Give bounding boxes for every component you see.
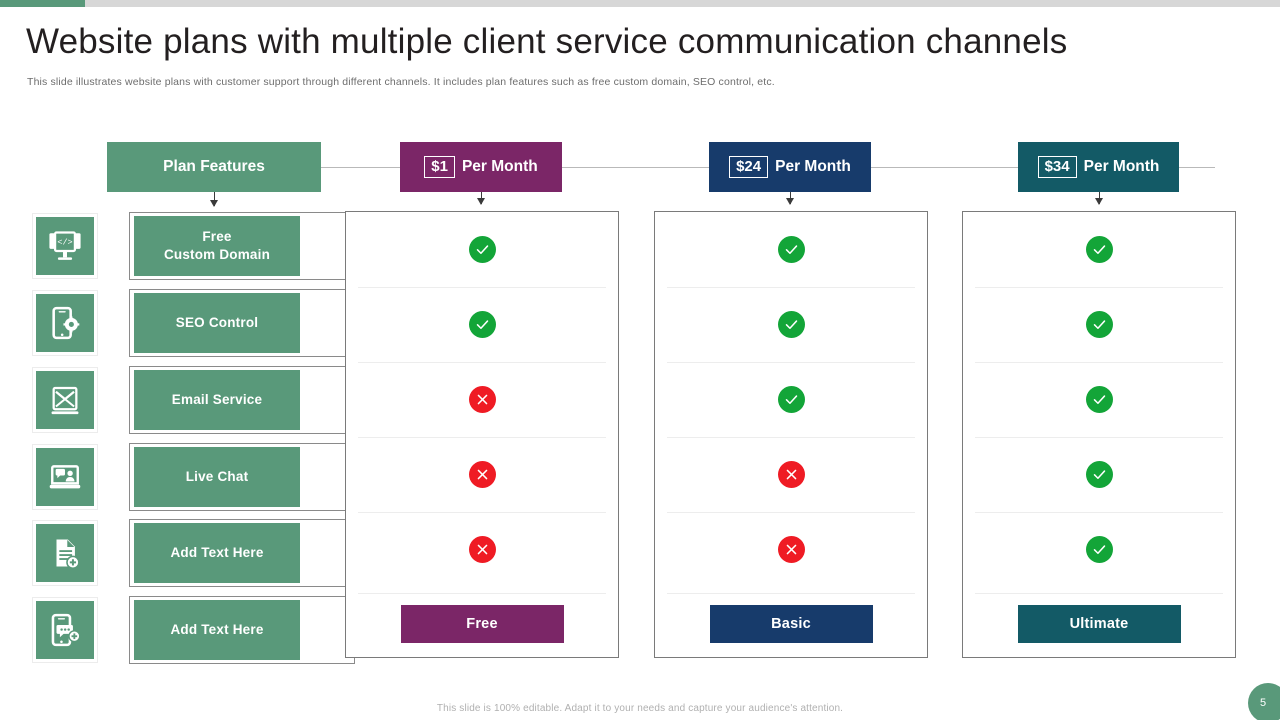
feature-cell — [963, 212, 1235, 287]
plan-cta-button[interactable]: Ultimate — [1017, 605, 1181, 643]
check-icon — [777, 311, 805, 338]
cross-icon — [468, 536, 496, 563]
check-icon — [777, 386, 805, 413]
svg-text:</>: </> — [57, 238, 72, 248]
cross-icon — [468, 386, 496, 413]
feature-label: Add Text Here — [134, 600, 300, 660]
phone-gear-icon — [33, 291, 97, 355]
document-plus-icon — [33, 521, 97, 585]
feature-cell — [346, 362, 618, 437]
plan-card-ultimate: Ultimate — [962, 211, 1236, 658]
laptop-chat-icon — [33, 445, 97, 509]
feature-cell — [346, 437, 618, 512]
plan-header-price-34[interactable]: $34 Per Month — [1018, 142, 1179, 192]
plan-cta-area: Free — [346, 593, 618, 643]
plan-header-price-1[interactable]: $1 Per Month — [400, 142, 562, 192]
cross-icon — [777, 461, 805, 488]
connector-rail-2 — [562, 167, 709, 168]
plan-card-free: Free — [345, 211, 619, 658]
feature-cell — [963, 362, 1235, 437]
top-rule — [0, 0, 1280, 7]
check-icon — [1085, 536, 1113, 563]
plan-header-label: Per Month — [775, 158, 851, 175]
price-value: $34 — [1037, 156, 1077, 178]
check-icon — [1085, 461, 1113, 488]
monitor-code-icon: </> — [33, 214, 97, 278]
plan-cta-button[interactable]: Basic — [709, 605, 873, 643]
feature-cell — [655, 437, 927, 512]
check-icon — [1085, 386, 1113, 413]
page-title: Website plans with multiple client servi… — [26, 22, 1068, 61]
plan-header-label: Per Month — [461, 158, 538, 175]
page-number-badge: 5 — [1248, 683, 1280, 720]
check-icon — [468, 311, 496, 338]
feature-cell — [963, 437, 1235, 512]
feature-cell — [655, 362, 927, 437]
plan-cta-button[interactable]: Free — [400, 605, 564, 643]
plan-header-label: Plan Features — [163, 158, 265, 175]
email-envelope-icon — [33, 368, 97, 432]
price-value: $24 — [729, 156, 769, 178]
check-icon — [1085, 236, 1113, 263]
header-arrow-2 — [477, 192, 485, 205]
feature-cell — [655, 287, 927, 362]
feature-label: Live Chat — [134, 447, 300, 507]
top-accent-bar — [0, 0, 85, 7]
feature-cell — [655, 212, 927, 287]
connector-rail-3 — [871, 167, 1018, 168]
cross-icon — [468, 461, 496, 488]
feature-cell — [346, 512, 618, 587]
plan-cta-area: Ultimate — [963, 593, 1235, 643]
feature-label: Email Service — [134, 370, 300, 430]
check-icon — [777, 236, 805, 263]
header-arrow-4 — [1095, 192, 1103, 205]
header-arrow-3 — [786, 192, 794, 205]
feature-label: Add Text Here — [134, 523, 300, 583]
cross-icon — [777, 536, 805, 563]
plan-header-label: Per Month — [1083, 158, 1160, 175]
header-arrow-1 — [210, 192, 218, 207]
connector-rail-4 — [1179, 167, 1215, 168]
plan-card-basic: Basic — [654, 211, 928, 658]
feature-cell — [346, 212, 618, 287]
plan-cta-area: Basic — [655, 593, 927, 643]
check-icon — [468, 236, 496, 263]
plan-header-features[interactable]: Plan Features — [107, 142, 321, 192]
feature-label: SEO Control — [134, 293, 300, 353]
connector-rail-1 — [321, 167, 400, 168]
feature-cell — [963, 287, 1235, 362]
page-subtitle: This slide illustrates website plans wit… — [27, 76, 775, 88]
price-value: $1 — [424, 156, 455, 178]
phone-chat-plus-icon — [33, 598, 97, 662]
feature-cell — [655, 512, 927, 587]
feature-cell — [963, 512, 1235, 587]
footer-note: This slide is 100% editable. Adapt it to… — [436, 703, 844, 714]
feature-cell — [346, 287, 618, 362]
plan-header-price-24[interactable]: $24 Per Month — [709, 142, 871, 192]
check-icon — [1085, 311, 1113, 338]
